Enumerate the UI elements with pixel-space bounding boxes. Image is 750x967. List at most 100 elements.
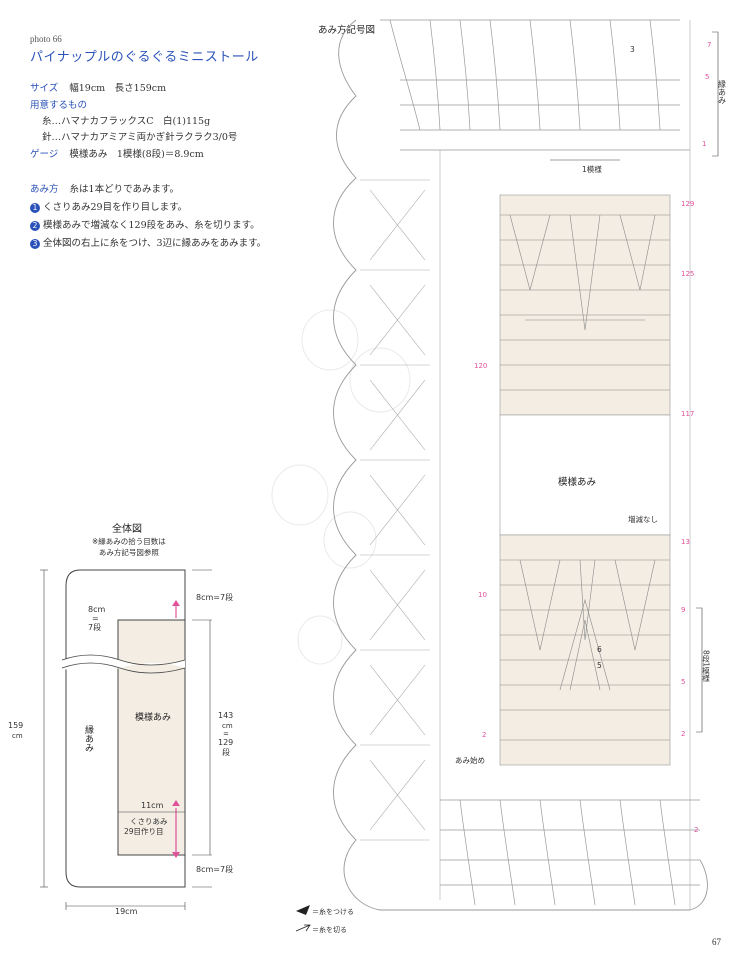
chart-pattern-label: 模様あみ (558, 476, 596, 488)
needle-line: 針…ハマナカアミアミ両かぎ針ラクラク3/0号 (42, 132, 238, 143)
page-number: 67 (712, 937, 721, 947)
gauge-line: ゲージ 模様あみ 1模様(8段)＝8.9cm (30, 146, 204, 160)
total-width-label: 19cm (115, 907, 138, 916)
row-number-117: 117 (681, 410, 694, 418)
row-number-7: 7 (707, 41, 711, 49)
total-length-unit: cm (12, 732, 23, 740)
row-number-1: 1 (702, 140, 706, 148)
pattern-block-lower (499, 534, 671, 766)
legend-attach-text: ＝糸をつける (312, 907, 354, 916)
inner-number-6: 6 (597, 645, 602, 654)
overall-note-line-2: あみ方記号図参照 (98, 548, 159, 557)
break-line-bottom (61, 662, 186, 674)
body-rows-unit: 段 (222, 747, 230, 757)
overall-diagram: 8cm=7段 8cm=7段 8cm = 7段 159 cm 143 cm = 1… (8, 569, 233, 916)
bottom-fan-row (440, 799, 700, 906)
step-3-number: 3 (30, 239, 40, 249)
arrow-top-head (172, 600, 180, 606)
break-line-top (61, 654, 186, 666)
materials-label: 用意するもの (30, 100, 88, 111)
bottom-edge-label: 8cm=7段 (196, 864, 233, 874)
edge-bracket (712, 31, 719, 157)
repeat-label: 8段1模様 (701, 650, 710, 682)
body-rows-num: 129 (218, 738, 233, 747)
inner-row-numbers: 6 5 3 (597, 45, 635, 670)
gauge-value: 模様あみ 1模様(8段)＝8.9cm (69, 149, 204, 160)
side-top-label: 8cm (88, 605, 105, 614)
materials-label-line: 用意するもの (30, 97, 95, 111)
total-length-num: 159 (8, 721, 23, 730)
inner-number-5: 5 (597, 661, 602, 670)
row-number-10: 10 (478, 591, 487, 599)
top-edge-label: 8cm=7段 (196, 592, 233, 602)
row-numbers: 7 5 1 129 125 120 117 13 10 9 5 2 2 2 (474, 41, 711, 834)
size-line: サイズ 幅19cm 長さ159cm (30, 80, 166, 94)
pattern-lower-stitches (500, 559, 670, 741)
row-number-120: 120 (474, 362, 487, 370)
inner-number-3: 3 (630, 45, 635, 54)
edging-label: 縁あみ (718, 79, 727, 104)
row-number-9: 9 (681, 606, 685, 614)
row-number-125: 125 (681, 270, 694, 278)
step-3-text: 全体図の右上に糸をつけ、3辺に縁あみをあみます。 (43, 238, 267, 249)
repeat-bracket (696, 607, 703, 733)
row-number-2-right: 2 (681, 730, 685, 738)
one-repeat-label: 1模様 (582, 164, 602, 174)
pattern-upper-stitches (500, 214, 670, 391)
overall-diagram-note: ※縁あみの拾う目数は あみ方記号図参照 (92, 536, 166, 558)
stitch-chart: 模様あみ 増減なし 1模様 あみ始め 縁あみ 8段1模様 7 5 1 129 1… (271, 19, 727, 934)
inner-width-label: 11cm (141, 801, 164, 810)
break-wave (62, 655, 185, 673)
yarn-line: 糸…ハマナカフラックスC 白(1)115g (42, 116, 211, 127)
side-top-rows: 7段 (88, 622, 101, 632)
step-1-number: 1 (30, 203, 40, 213)
instructions-intro-line: あみ方 糸は1本どりであみます。 (30, 181, 179, 195)
step-2-text: 模様あみで増減なく129段をあみ、糸を切ります。 (43, 220, 260, 231)
watermark-motif (271, 309, 411, 665)
chain-line-2: 29目作り目 (124, 826, 164, 836)
row-number-129: 129 (681, 200, 694, 208)
row-number-13: 13 (681, 538, 690, 546)
pattern-block-upper (499, 194, 671, 416)
instructions-label: あみ方 (30, 184, 59, 195)
size-value: 幅19cm 長さ159cm (69, 83, 167, 94)
step-1-text: くさりあみ29目を作り目します。 (43, 202, 188, 213)
row-number-2-bottom: 2 (694, 826, 698, 834)
overall-diagram-title: 全体図 (112, 524, 142, 535)
attach-yarn-icon (296, 905, 310, 915)
row-number-2-left: 2 (482, 731, 486, 739)
legend: ＝糸をつける ＝糸を切る (295, 905, 354, 934)
row-number-5-top: 5 (705, 73, 709, 81)
pattern-block-middle (499, 414, 671, 536)
row-number-5: 5 (681, 678, 685, 686)
pattern-title: パイナップルのぐるぐるミニストール (30, 50, 259, 65)
arrow-bottom-tail (172, 852, 180, 858)
photo-number: photo 66 (30, 34, 62, 44)
start-label: あみ始め (455, 755, 485, 765)
edge-label: 縁あみ (83, 724, 94, 752)
top-fan-row (380, 19, 690, 151)
body-pattern-label: 模様あみ (135, 711, 171, 723)
cut-yarn-icon (295, 924, 311, 932)
legend-cut-text: ＝糸を切る (312, 925, 347, 934)
chart-title: あみ方記号図 (318, 25, 376, 36)
instructions-intro: 糸は1本どりであみます。 (69, 184, 180, 195)
edge-label-text: 縁あみ (83, 724, 94, 752)
side-top-eq: = (92, 614, 99, 623)
size-label: サイズ (30, 83, 59, 94)
overall-note-line-1: ※縁あみの拾う目数は (92, 537, 166, 546)
chain-line-1: くさりあみ (130, 817, 168, 826)
no-change-label: 増減なし (628, 514, 658, 524)
body-length-unit: cm (222, 722, 233, 730)
step-2-number: 2 (30, 221, 40, 231)
body-length-eq: = (223, 730, 229, 738)
outer-scallop-edge (333, 19, 708, 911)
left-edging (360, 150, 441, 900)
arrow-bottom-head (172, 800, 180, 806)
pattern-body (117, 619, 186, 856)
gauge-label: ゲージ (30, 149, 59, 160)
body-length-num: 143 (218, 711, 233, 720)
